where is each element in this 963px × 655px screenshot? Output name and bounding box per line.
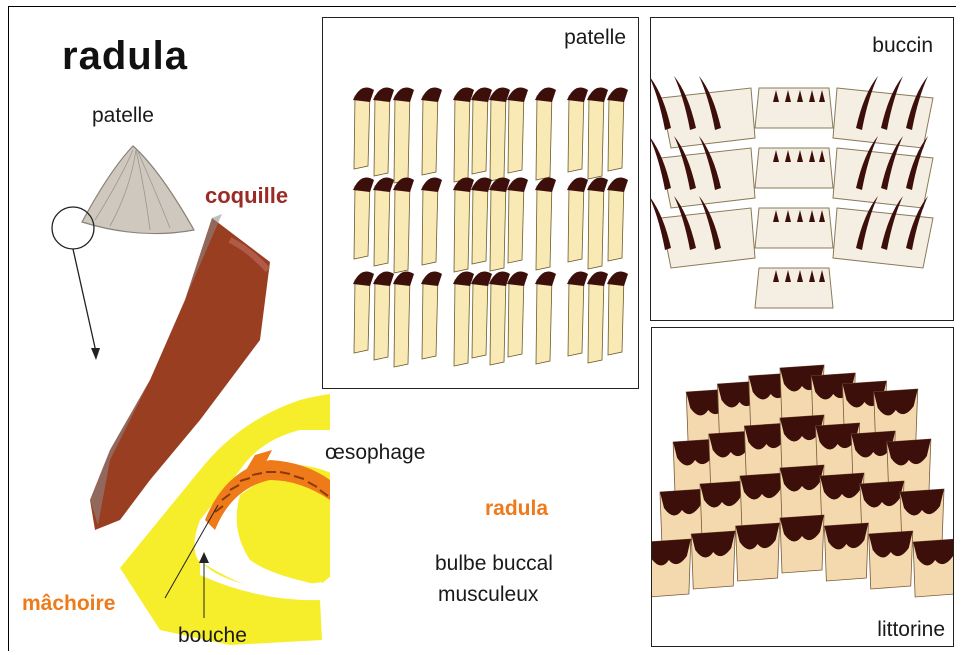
buccin-teeth-drawing <box>651 18 953 320</box>
littorine-plate <box>736 523 780 581</box>
littorine-plate <box>691 531 735 589</box>
buccin-row <box>651 136 933 208</box>
littorine-plate <box>780 515 824 573</box>
patelle-tooth <box>453 272 474 366</box>
patelle-tooth <box>607 272 628 355</box>
patelle-tooth <box>373 88 394 176</box>
littorine-plate <box>820 473 864 531</box>
patelle-tooth <box>393 88 414 183</box>
patelle-tooth <box>421 272 442 359</box>
patelle-tooth <box>567 272 588 356</box>
patelle-tooth <box>535 178 556 270</box>
patelle-tooth <box>353 272 374 353</box>
littorine-plate <box>740 473 784 531</box>
patelle-tooth <box>471 88 492 174</box>
patelle-tooth <box>453 88 474 182</box>
patelle-tooth <box>489 88 510 181</box>
patelle-tooth <box>507 272 528 357</box>
machoire-label: mâchoire <box>22 592 115 616</box>
patelle-tooth <box>567 88 588 172</box>
patelle-tooth <box>535 88 556 180</box>
patelle-tooth <box>587 88 608 179</box>
patelle-tooth <box>587 178 608 269</box>
buccin-row <box>755 268 833 308</box>
littorine-teeth-drawing <box>652 328 953 646</box>
patelle-tooth <box>453 178 474 272</box>
patelle-tooth <box>607 88 628 171</box>
patelle-tooth <box>607 178 628 261</box>
patelle-tooth <box>393 272 414 367</box>
magnify-circle <box>52 207 94 249</box>
radula-label: radula <box>485 497 548 521</box>
patelle-tooth <box>373 178 394 266</box>
littorine-plate <box>824 523 868 581</box>
left-species-label: patelle <box>92 104 154 128</box>
patelle-tooth <box>421 178 442 265</box>
patelle-tooth <box>535 272 556 364</box>
patelle-tooth <box>507 178 528 263</box>
littorine-plate <box>780 465 824 523</box>
coquille-label: coquille <box>205 183 288 209</box>
buccin-panel: buccin <box>650 17 954 321</box>
limpet-anatomy-diagram <box>0 0 330 655</box>
bouche-arrow-icon <box>199 552 209 563</box>
arrow-line <box>73 249 96 352</box>
littorine-plate <box>913 539 953 597</box>
littorine-plate <box>652 539 691 597</box>
oesophage-label: œsophage <box>325 441 425 465</box>
bulbe-label-line1: bulbe buccal <box>435 552 553 576</box>
patelle-tooth <box>471 178 492 264</box>
patelle-tooth <box>507 88 528 173</box>
patelle-tooth <box>471 272 492 358</box>
buccin-row <box>651 76 933 148</box>
patelle-tooth <box>567 178 588 262</box>
bouche-label: bouche <box>178 624 247 648</box>
patelle-tooth <box>353 88 374 169</box>
patelle-tooth <box>353 178 374 259</box>
patelle-tooth <box>393 178 414 273</box>
littorine-plate <box>869 531 913 589</box>
bulbe-label-line2: musculeux <box>438 583 538 607</box>
patelle-panel: patelle <box>322 17 639 389</box>
patelle-teeth-drawing <box>323 18 638 388</box>
arrow-head-icon <box>91 348 100 360</box>
limpet-shell-icon <box>82 146 194 234</box>
patelle-tooth <box>587 272 608 363</box>
patelle-tooth <box>421 88 442 175</box>
patelle-tooth <box>489 178 510 271</box>
buccin-row <box>651 196 933 268</box>
patelle-tooth <box>373 272 394 360</box>
littorine-panel: littorine <box>651 327 954 647</box>
patelle-tooth <box>489 272 510 365</box>
